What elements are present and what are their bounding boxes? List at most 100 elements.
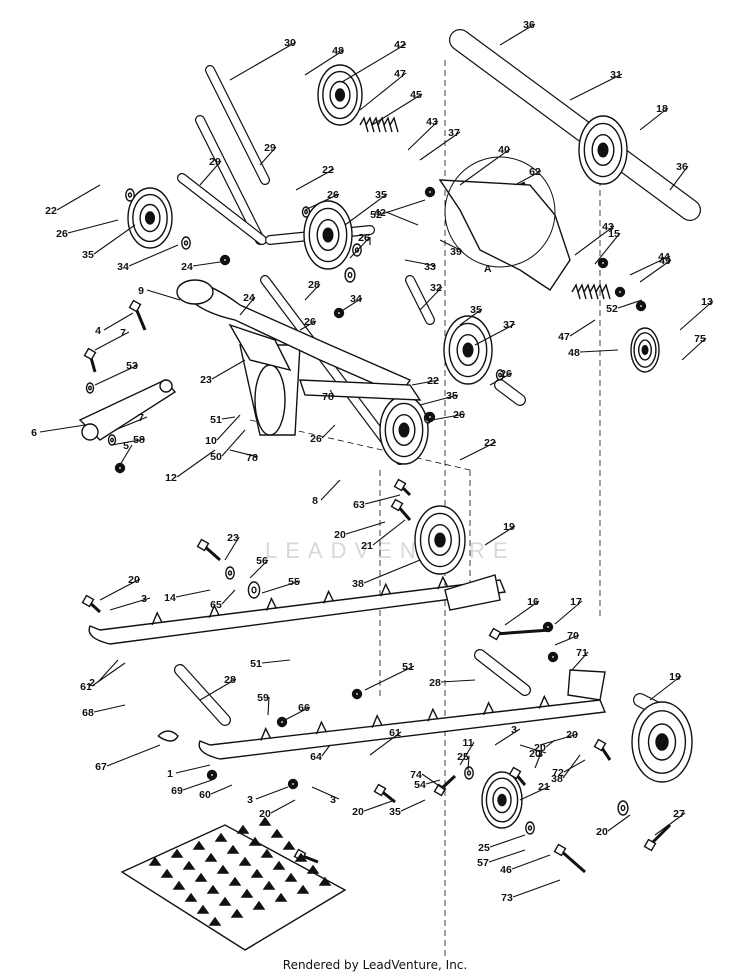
washer	[498, 372, 502, 378]
leader-line	[261, 659, 291, 664]
callout-label: 38	[352, 578, 364, 590]
callout-label: 29	[209, 156, 221, 168]
wear-plate	[120, 824, 347, 951]
leader-line	[339, 297, 363, 313]
callout-label: 59	[257, 692, 269, 704]
shaft	[178, 174, 266, 244]
callout-label: 73	[501, 892, 513, 904]
callout-label: 21	[538, 781, 550, 793]
leader-line	[404, 259, 437, 267]
leader-line	[571, 651, 589, 671]
callout-label: 25	[478, 842, 490, 854]
leader-line	[511, 854, 551, 870]
right-slide-rail-tab	[482, 701, 495, 716]
wear-plate-stud	[226, 844, 240, 854]
callout-label: 51	[210, 414, 222, 426]
leader-line	[97, 659, 119, 683]
wear-plate-stud	[170, 848, 184, 858]
wear-plate-stud	[160, 868, 174, 878]
callout-label: 43	[602, 221, 614, 233]
washer	[110, 437, 114, 443]
callout-label: 22	[427, 375, 439, 387]
washer	[617, 800, 629, 816]
leader-line	[128, 244, 179, 267]
callout-label: 8	[312, 495, 318, 507]
rear-wheel	[655, 733, 669, 751]
callout-label: 12	[165, 472, 177, 484]
idler-wheel	[132, 193, 168, 243]
bolt	[643, 838, 657, 852]
rear-wheel	[647, 723, 677, 761]
idler-wheel	[448, 322, 488, 378]
leader-line	[93, 224, 136, 255]
callout-label: 72	[552, 767, 564, 779]
rear-arm-bracket	[438, 179, 571, 291]
callout-label: 28	[429, 677, 441, 689]
parts-drawing	[78, 29, 701, 960]
leader-line	[425, 779, 441, 785]
wear-plate-stud	[192, 840, 206, 850]
torsion-spring	[359, 116, 399, 133]
leader-line	[67, 219, 119, 234]
shock-absorber	[254, 364, 286, 436]
idler-wheel	[322, 70, 358, 120]
leader-line	[39, 424, 86, 433]
callout-label: 6	[31, 427, 37, 439]
leader-line	[249, 559, 269, 579]
callout-label: 71	[576, 647, 588, 659]
leader-line	[419, 131, 461, 161]
leader-line	[349, 236, 371, 259]
right-slide-rail-tab	[538, 694, 550, 709]
leader-line	[111, 438, 146, 446]
callout-label: 19	[503, 521, 515, 533]
leader-line	[562, 754, 581, 779]
callout-label: 18	[656, 103, 668, 115]
idler-wheel	[316, 218, 340, 251]
leader-line	[519, 785, 551, 801]
washer	[466, 770, 472, 776]
leader-line	[499, 23, 536, 46]
leader-line	[372, 519, 406, 546]
right-slide-rail-tab	[315, 720, 328, 735]
control-link	[159, 379, 173, 393]
leader-line	[304, 49, 345, 76]
leader-line	[385, 211, 419, 226]
idler-wheel	[492, 786, 512, 814]
right-slide-rail-tab	[427, 707, 439, 722]
pivot-bracket	[228, 323, 292, 372]
leader-lines	[39, 23, 714, 898]
washer	[464, 766, 474, 780]
leader-line	[419, 286, 443, 311]
callout-label: 17	[570, 596, 582, 608]
callout-label: 26	[358, 232, 370, 244]
leader-line	[484, 525, 516, 546]
callout-label: 51	[402, 661, 414, 673]
callout-label: 35	[375, 189, 387, 201]
callout-label: 52	[370, 209, 382, 221]
wear-plate-stud	[214, 832, 228, 842]
leader-line	[554, 600, 583, 625]
leader-line	[109, 597, 151, 611]
callout-label: 11	[462, 737, 473, 749]
callout-label: 26	[500, 368, 512, 380]
wear-plate-stud	[294, 852, 308, 862]
callout-label: 49	[659, 255, 671, 267]
leader-line	[175, 589, 211, 598]
washer	[127, 192, 133, 198]
washer	[247, 581, 261, 599]
callout-label: 20	[534, 742, 546, 754]
callout-label: 48	[332, 45, 344, 57]
washer	[304, 209, 308, 215]
callout-label: 20	[596, 826, 608, 838]
callout-label: 52	[606, 303, 618, 315]
leader-line	[341, 43, 407, 83]
leader-line	[229, 449, 259, 458]
leader-line	[504, 600, 540, 626]
callout-label: 26	[304, 316, 316, 328]
callout-label: 42	[394, 39, 406, 51]
callout-label: 7	[138, 412, 144, 424]
callout-label: 68	[82, 707, 94, 719]
callout-label: 61	[389, 727, 401, 739]
nut	[550, 654, 556, 660]
